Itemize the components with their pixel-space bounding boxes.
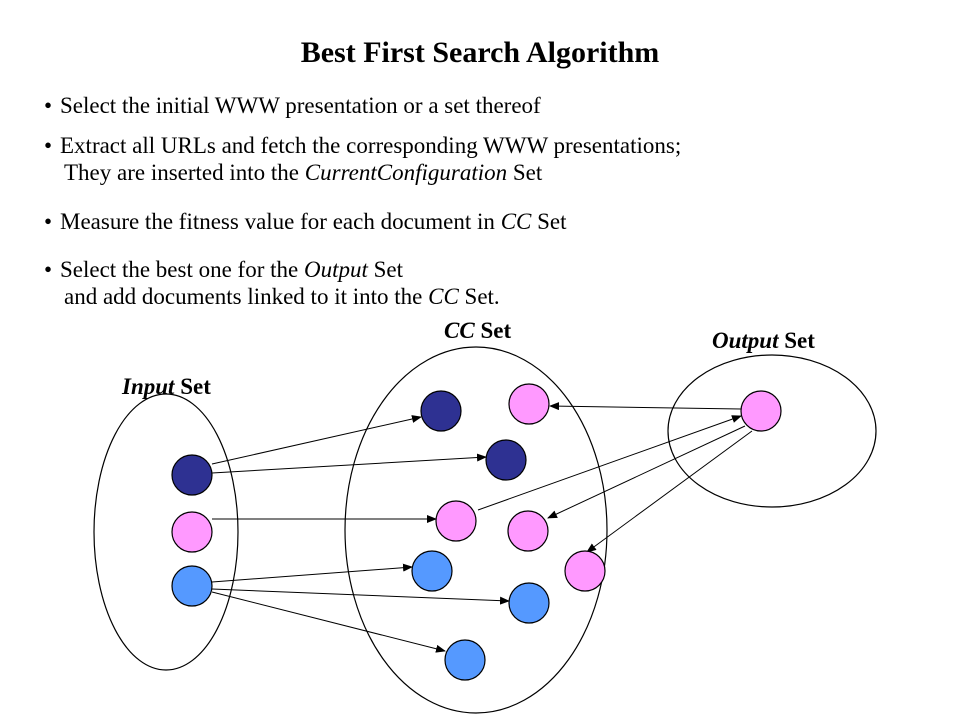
cc-set-ellipse	[344, 346, 608, 714]
output-node-pink	[740, 390, 782, 432]
bullet-2-cont-a: They are inserted into the	[64, 160, 305, 185]
bullet-3-italic: CC	[500, 209, 532, 234]
bullet-4-cont-a: and add documents linked to it into the	[64, 284, 429, 309]
bullet-marker: •	[44, 133, 53, 158]
bullet-4-continuation: and add documents linked to it into the …	[44, 283, 500, 310]
bullet-2-cont-italic: CurrentConfiguration	[304, 160, 508, 185]
page-title: Best First Search Algorithm	[300, 36, 660, 69]
arrow-output-to-cc	[547, 425, 746, 519]
bullet-4-cont-italic: CC	[428, 284, 459, 309]
bullet-4-cont-b: Set.	[458, 284, 500, 309]
bullet-4-text-b: Set	[367, 257, 404, 282]
cc-node-light-blue	[411, 550, 453, 592]
link-arrows	[211, 402, 753, 653]
bullet-2-continuation: They are inserted into the CurrentConfig…	[44, 159, 681, 186]
bullet-4-text-a: Select the best one for the	[60, 257, 304, 282]
cc-node-pink	[435, 500, 477, 542]
arrow-input-to-cc	[211, 415, 422, 465]
cc-node-dark-blue	[420, 390, 462, 432]
input-set-label-rest: Set	[174, 374, 211, 399]
input-node-dark-blue	[171, 454, 213, 496]
arrow-input-to-cc	[211, 453, 487, 474]
arrow-output-to-cc	[549, 402, 742, 411]
cc-set-label-italic: CC	[444, 318, 475, 343]
bullet-2-cont-b: Set	[507, 160, 543, 185]
bullet-2-text: Extract all URLs and fetch the correspon…	[60, 133, 682, 158]
input-set-ellipse	[93, 393, 239, 671]
arrow-output-to-cc	[586, 430, 753, 553]
bullet-marker: •	[44, 257, 53, 282]
input-set-label: Input Set	[122, 374, 211, 400]
bullet-3: • Measure the fitness value for each docu…	[44, 208, 567, 235]
cc-node-light-blue	[508, 582, 550, 624]
bullet-3-text-b: Set	[531, 209, 567, 234]
cc-node-pink	[564, 550, 606, 592]
bullet-1: • Select the initial WWW presentation or …	[44, 92, 541, 119]
arrow-input-to-cc	[211, 588, 510, 605]
bullet-2: • Extract all URLs and fetch the correspo…	[44, 132, 681, 186]
cc-node-pink	[508, 383, 550, 425]
bullet-4-italic: Output	[303, 257, 368, 282]
bullet-marker: •	[44, 93, 53, 118]
cc-set-label: CC Set	[444, 318, 511, 344]
cc-node-dark-blue	[485, 439, 527, 481]
bullet-4: •Select the best one for the Output Set …	[44, 256, 500, 310]
cc-set-label-rest: Set	[474, 318, 512, 343]
input-set-label-italic: Input	[122, 374, 175, 399]
bullet-marker: •	[44, 209, 53, 234]
arrow-cc-to-output	[477, 415, 742, 511]
document-nodes	[171, 383, 782, 681]
input-node-light-blue	[171, 565, 213, 607]
cc-node-pink	[507, 510, 549, 552]
cc-node-light-blue	[444, 639, 486, 681]
bullet-1-text: Select the initial WWW presentation or a…	[60, 93, 541, 118]
bullet-3-text-a: Measure the fitness value for each docum…	[60, 209, 501, 234]
input-node-pink	[171, 511, 213, 553]
output-set-label-italic: Output	[712, 328, 779, 353]
output-set-ellipse	[667, 354, 877, 508]
output-set-label-rest: Set	[778, 328, 815, 353]
output-set-label: Output Set	[712, 328, 815, 354]
arrow-input-to-cc	[211, 563, 413, 583]
arrow-input-to-cc	[211, 591, 446, 653]
